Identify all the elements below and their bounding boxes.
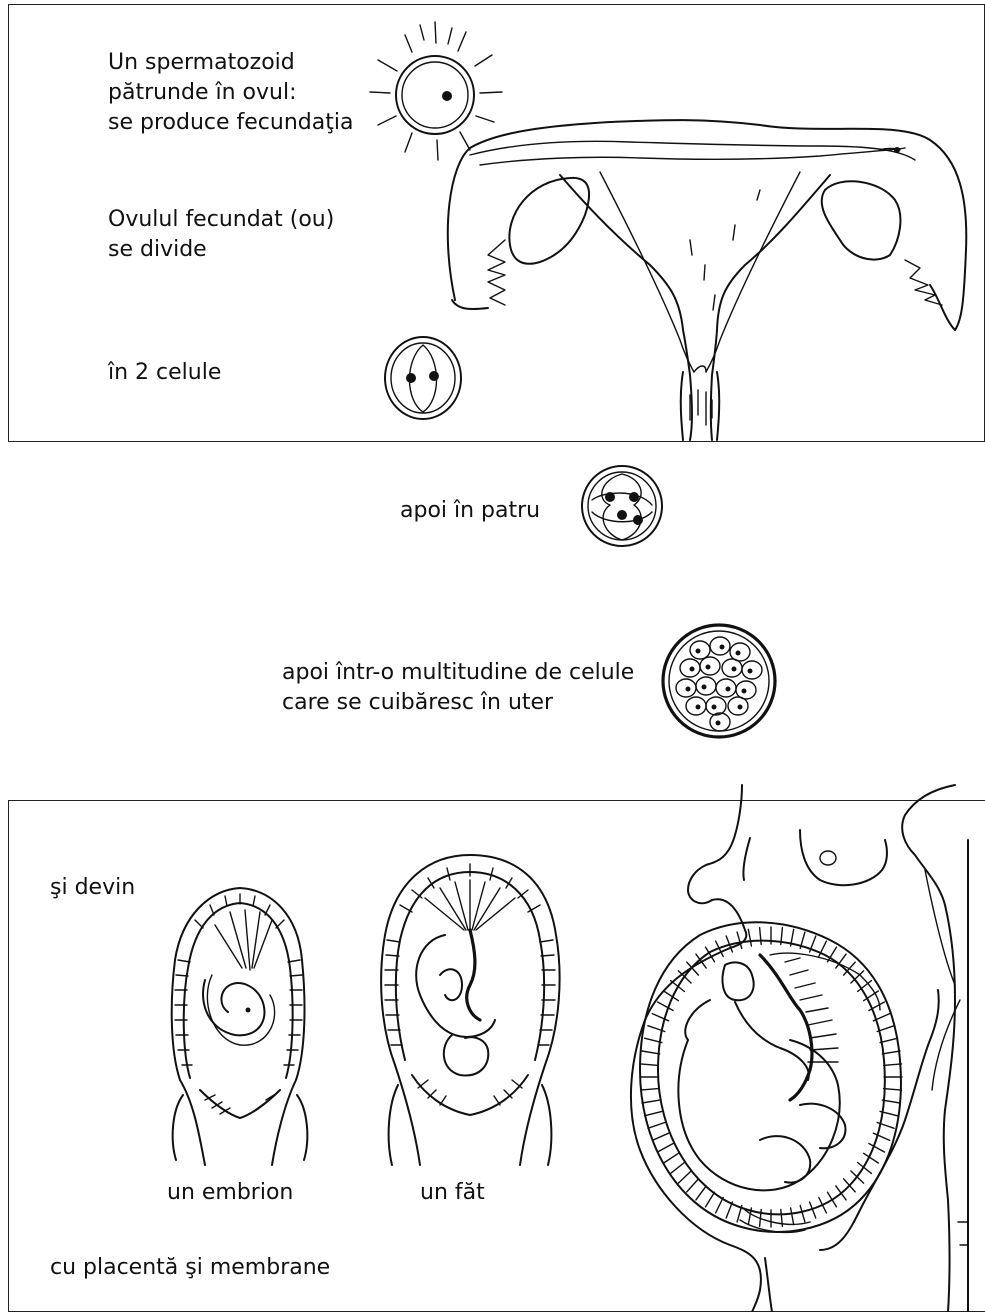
uterine-wall-hatch <box>678 1171 691 1183</box>
uterine-wall-hatch <box>671 1163 685 1174</box>
uterus-drawing <box>448 120 967 440</box>
embryo-drawing <box>172 888 308 1165</box>
morula-nucleus <box>720 645 725 650</box>
uterine-wall-hatch <box>884 1089 902 1091</box>
uterine-wall-hatch <box>642 1051 660 1054</box>
morula-nucleus <box>738 705 743 710</box>
uterine-wall-hatch <box>706 1192 715 1207</box>
uterine-wall-hatch <box>884 1064 902 1066</box>
morula-nucleus <box>736 651 741 656</box>
morula-nucleus <box>690 667 695 672</box>
uterine-wall-hatch <box>696 1186 706 1200</box>
uterine-wall-hatch <box>748 929 751 946</box>
morula-nucleus <box>742 689 747 694</box>
uterine-wall-hatch <box>641 1089 659 1091</box>
uterine-wall-hatch <box>760 928 762 945</box>
ovum-fertilization-drawing <box>370 22 502 160</box>
fetus-drawing <box>381 855 559 1165</box>
uterine-wall-hatch <box>652 1133 668 1140</box>
four-cell-drawing <box>582 466 662 546</box>
morula-nucleus <box>702 685 707 690</box>
morula-nucleus <box>686 687 691 692</box>
morula-drawing <box>663 625 775 737</box>
uterine-wall-hatch <box>642 1100 660 1103</box>
uterine-wall-hatch <box>882 1051 900 1054</box>
uterine-wall-hatch <box>828 1192 837 1207</box>
uterine-wall-hatch <box>716 1198 724 1213</box>
uterine-wall-hatch <box>836 1186 846 1200</box>
morula-nucleus <box>712 705 717 710</box>
uterine-wall-hatch <box>658 1144 674 1153</box>
morula-nucleus <box>696 705 701 710</box>
pregnant-woman-drawing <box>631 785 968 1312</box>
uterine-wall-hatch <box>641 1064 659 1066</box>
uterine-wall-hatch <box>671 981 685 992</box>
uterine-wall-hatch <box>880 1038 897 1042</box>
morula-nucleus <box>748 669 753 674</box>
uterine-wall-hatch <box>800 1206 805 1222</box>
uterine-wall-hatch <box>882 1100 900 1103</box>
morula-nucleus <box>726 687 731 692</box>
morula-nucleus <box>732 667 737 672</box>
uterine-wall-hatch <box>791 1208 794 1225</box>
uterine-wall-hatch <box>664 1153 679 1163</box>
morula-nucleus <box>706 665 711 670</box>
two-cell-drawing <box>385 337 461 419</box>
morula-nucleus <box>716 721 721 726</box>
morula-nucleus <box>696 649 701 654</box>
uterine-wall-hatch <box>648 1123 665 1129</box>
uterine-wall-hatch <box>687 1179 699 1192</box>
uterine-wall-hatch <box>645 1111 662 1115</box>
uterine-wall-hatch <box>726 1202 732 1218</box>
